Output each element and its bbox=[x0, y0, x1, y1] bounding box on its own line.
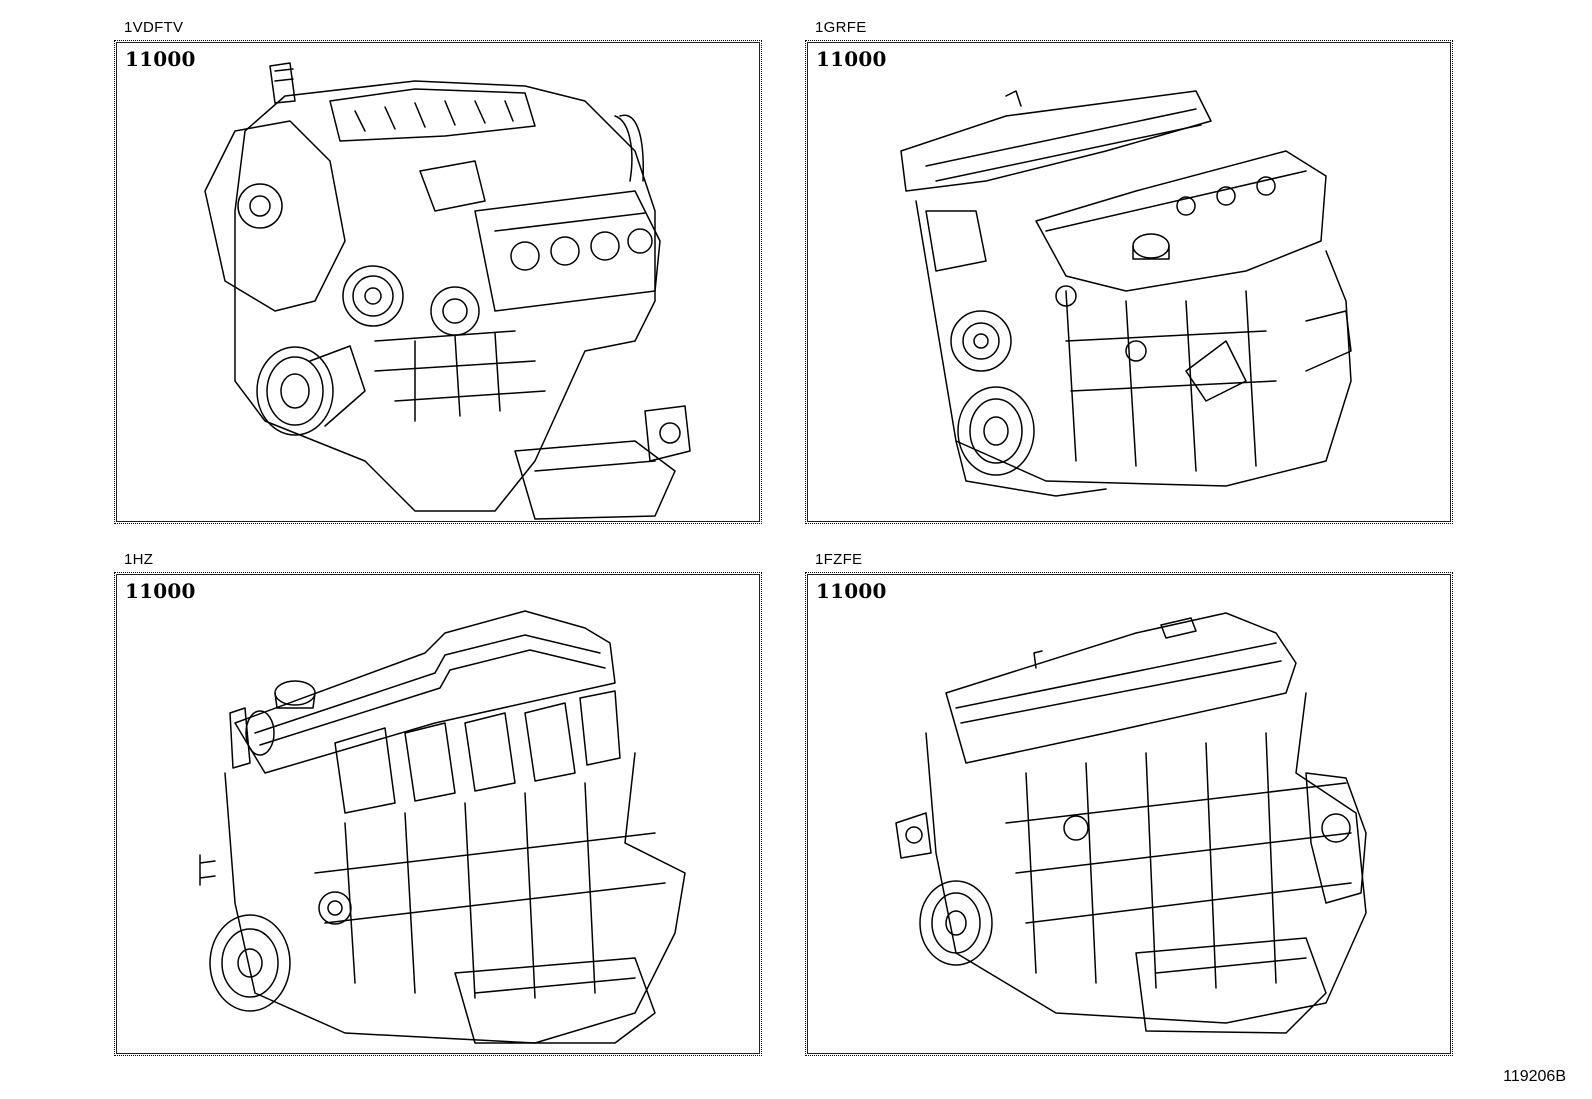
engine-label-1fzfe: 1FZFE bbox=[815, 551, 863, 568]
engine-label-1vdftv: 1VDFTV bbox=[124, 19, 184, 36]
engine-label-1grfe: 1GRFE bbox=[815, 19, 867, 36]
inline6-diesel-engine-assembly-icon bbox=[199, 610, 686, 1044]
figure-reference-code: 119206B bbox=[1503, 1068, 1566, 1085]
diagram-panel-1hz[interactable]: 11000 bbox=[114, 572, 762, 1056]
diagram-panel-1fzfe[interactable]: 11000 bbox=[805, 572, 1453, 1056]
inline6-petrol-engine-assembly-icon bbox=[895, 612, 1367, 1034]
v8-diesel-engine-assembly-icon bbox=[204, 62, 691, 520]
engine-label-1hz: 1HZ bbox=[124, 551, 154, 568]
diagram-panel-1vdftv[interactable]: 11000 bbox=[114, 40, 762, 524]
v6-engine-assembly-icon bbox=[900, 90, 1352, 497]
part-number-1hz[interactable]: 11000 bbox=[125, 579, 196, 603]
diagram-panel-1grfe[interactable]: 11000 bbox=[805, 40, 1453, 524]
part-number-1grfe[interactable]: 11000 bbox=[816, 47, 887, 71]
part-number-1vdftv[interactable]: 11000 bbox=[125, 47, 196, 71]
part-number-1fzfe[interactable]: 11000 bbox=[816, 579, 887, 603]
